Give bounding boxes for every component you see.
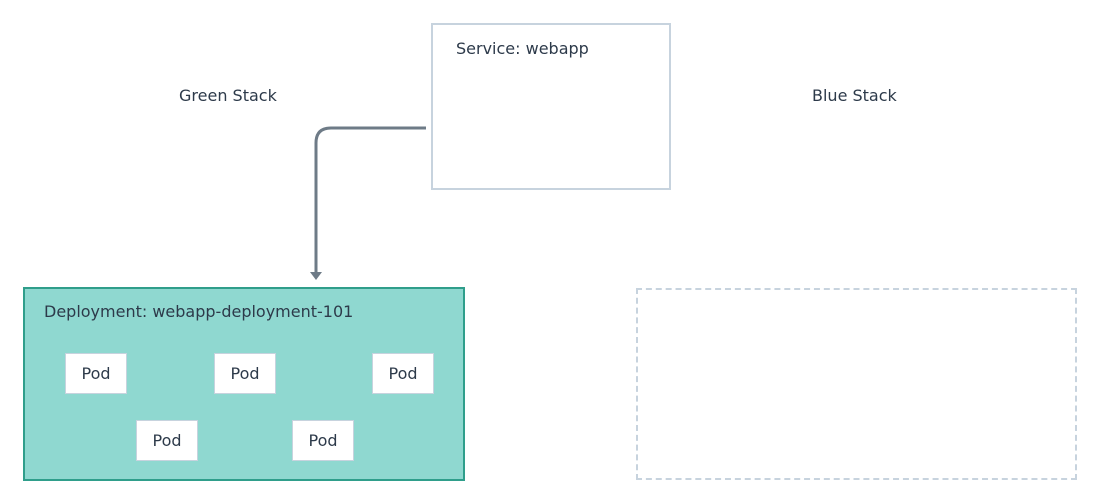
connector-line: [314, 126, 426, 272]
blue-deployment-placeholder: [636, 288, 1077, 480]
pod-4: Pod: [136, 420, 198, 461]
green-stack-label: Green Stack: [179, 86, 277, 105]
service-title: Service: webapp: [456, 39, 589, 58]
deployment-title: Deployment: webapp-deployment-101: [44, 302, 354, 321]
blue-stack-label: Blue Stack: [812, 86, 897, 105]
pod-2: Pod: [214, 353, 276, 394]
connector-arrowhead: [310, 272, 322, 280]
green-deployment-box: Deployment: webapp-deployment-101 Pod Po…: [23, 287, 465, 481]
pod-5: Pod: [292, 420, 354, 461]
pod-1: Pod: [65, 353, 127, 394]
pod-3: Pod: [372, 353, 434, 394]
service-box: Service: webapp: [431, 23, 671, 190]
